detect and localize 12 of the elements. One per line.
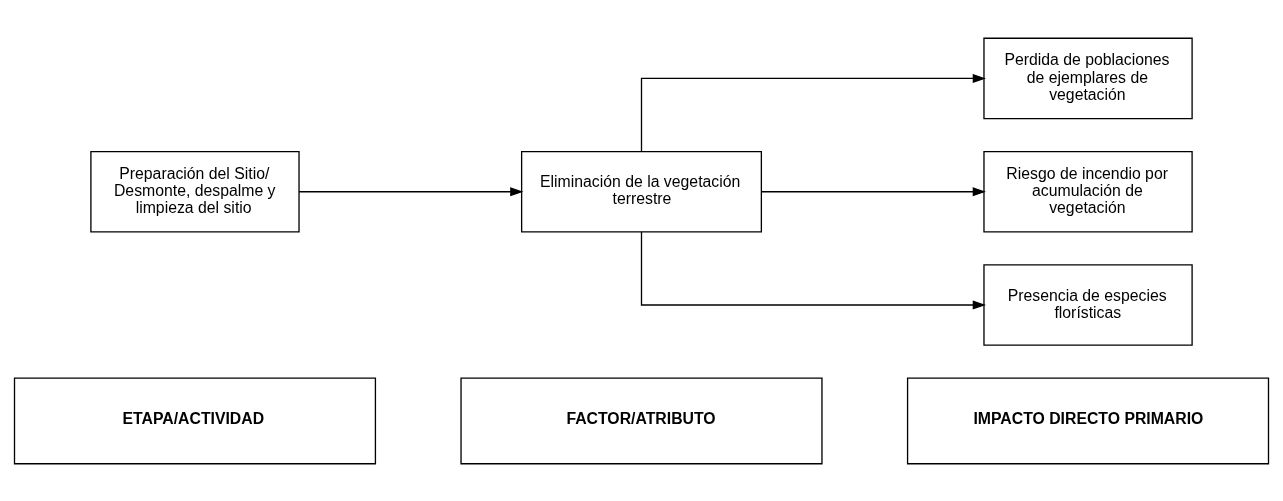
node-box: Perdida de poblaciones de ejemplares de vegetación <box>983 37 1193 119</box>
arrow <box>640 230 986 310</box>
arrow <box>761 186 986 196</box>
node-box: Riesgo de incendio por acumulación de vegetación <box>983 150 1193 233</box>
node-box: ETAPA/ACTIVIDAD <box>13 376 377 464</box>
node-box: IMPACTO DIRECTO PRIMARIO <box>906 376 1270 464</box>
node-box: Preparación del Sitio/ Desmonte, despalme y limpieza del sitio <box>90 150 300 233</box>
arrow <box>640 73 986 152</box>
node-box: Presencia de especies florísticas <box>983 263 1193 346</box>
node-box: FACTOR/ATRIBUTO <box>460 376 823 464</box>
node-box: Eliminación de la vegetación terrestre <box>520 150 763 233</box>
arrow <box>298 186 524 196</box>
